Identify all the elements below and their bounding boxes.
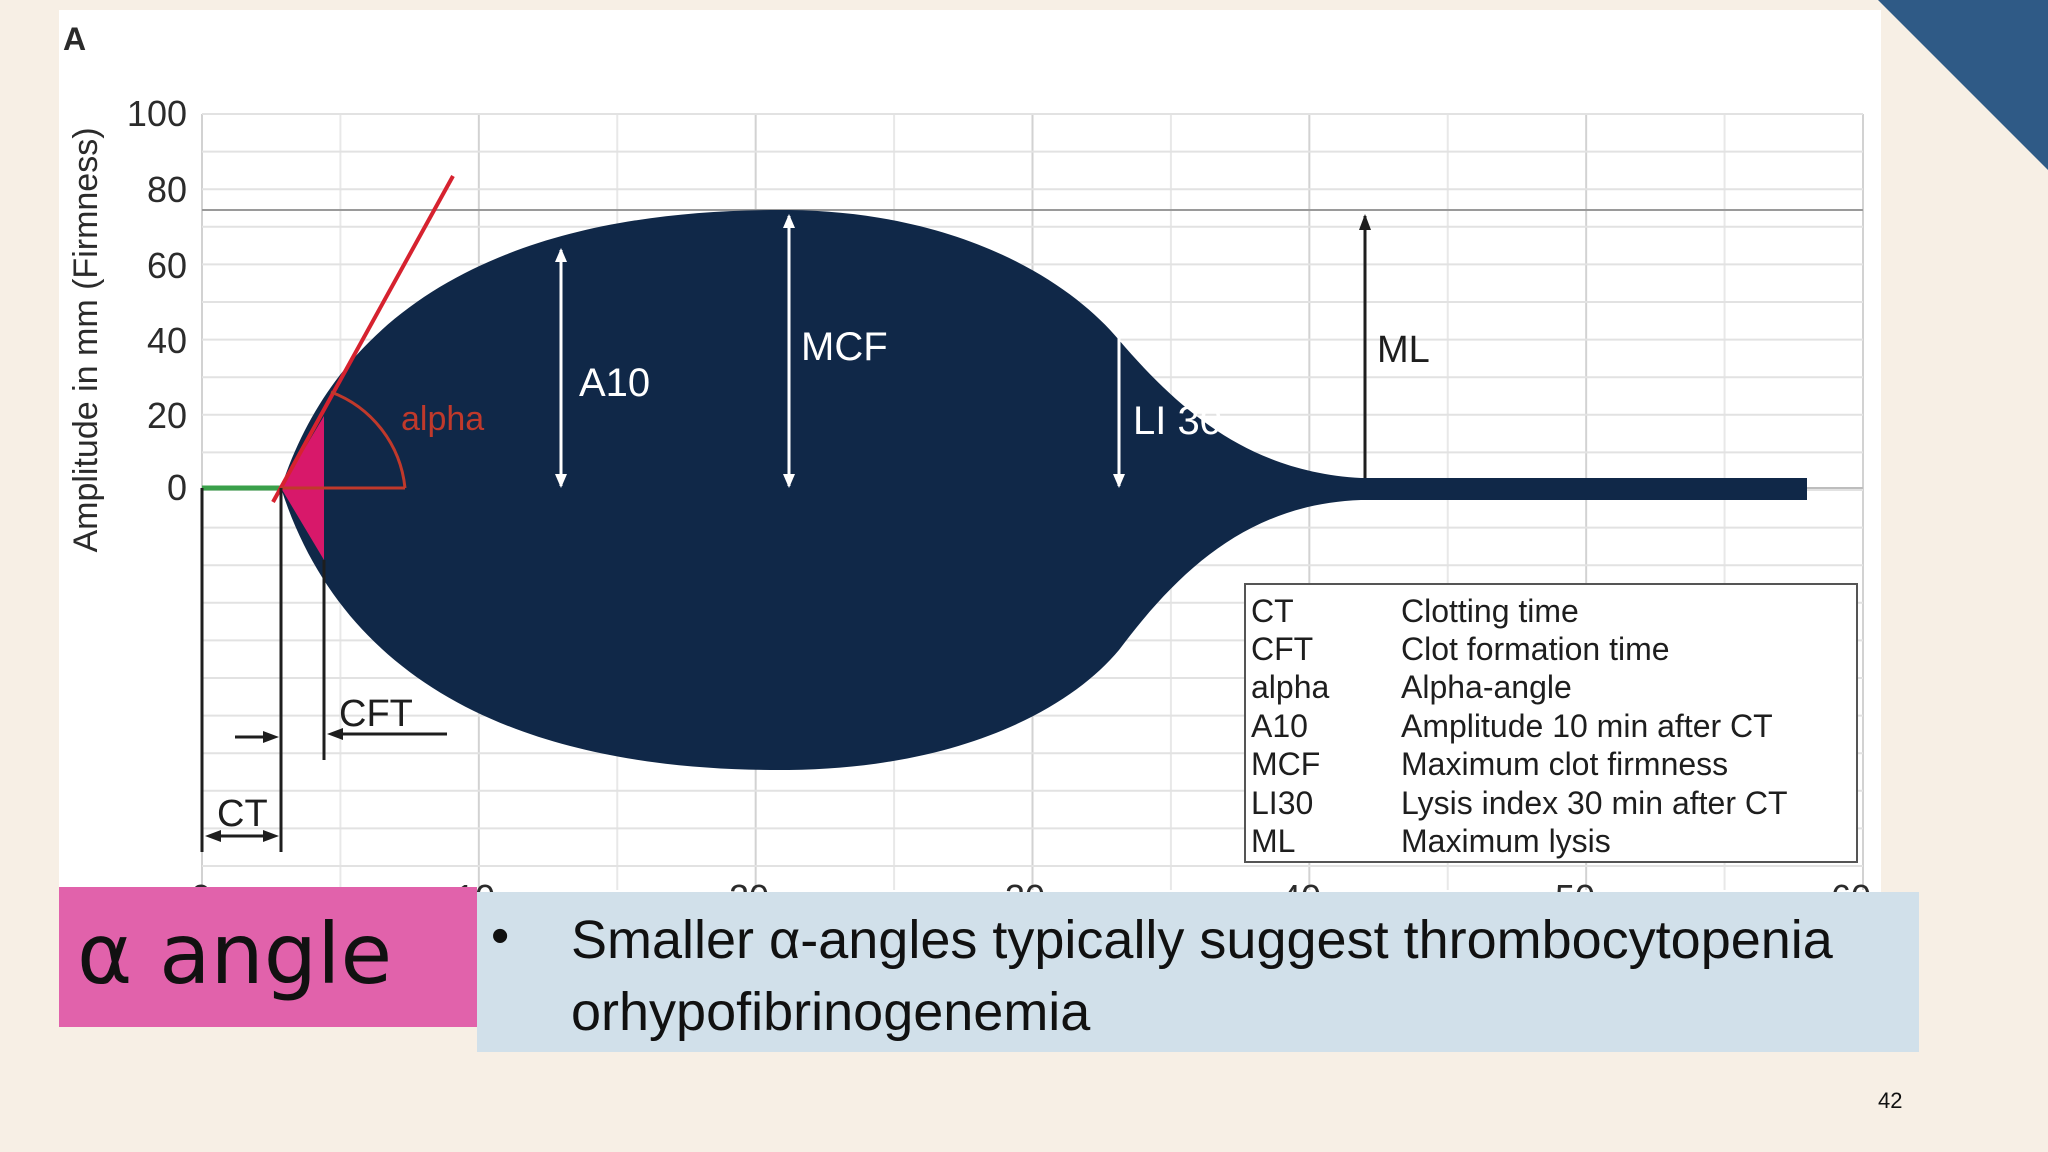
- ml-arrow: [1359, 214, 1371, 478]
- note-box: • Smaller α-angles typically suggest thr…: [477, 892, 1919, 1052]
- legend-desc: Lysis index 30 min after CT: [1401, 785, 1788, 821]
- x-tick-label: 20: [729, 877, 769, 892]
- alpha-tangent-line: [271, 175, 455, 503]
- slide-title: α angle: [77, 905, 393, 1003]
- y-tick-label: 100: [127, 93, 187, 134]
- legend-abbr: MCF: [1251, 746, 1320, 782]
- cft-label: CFT: [339, 693, 413, 735]
- ct-label: CT: [217, 793, 268, 835]
- legend-desc: Clotting time: [1401, 593, 1579, 629]
- page-number: 42: [1878, 1088, 1903, 1113]
- legend-abbr: CT: [1251, 593, 1294, 629]
- legend-abbr: A10: [1251, 708, 1308, 744]
- y-tick-label: 80: [147, 169, 187, 210]
- y-tick-label: 20: [147, 395, 187, 436]
- alpha-arc: [330, 390, 407, 489]
- a10-label: A10: [579, 361, 650, 405]
- bullet-text: Smaller α-angles typically suggest throm…: [571, 910, 1833, 1042]
- panel-label: A: [63, 21, 86, 57]
- legend-abbr: LI30: [1251, 785, 1313, 821]
- measurement-arrows: [555, 214, 1125, 488]
- rotem-diagram: A Amplitude in mm (Firmness) 100 80 60 4…: [63, 21, 1871, 892]
- bullet-marker: •: [491, 907, 510, 965]
- legend-abbr: CFT: [1251, 631, 1313, 667]
- legend-desc: Clot formation time: [1401, 631, 1670, 667]
- legend-desc: Maximum lysis: [1401, 823, 1611, 859]
- x-tick-label: 60: [1831, 877, 1871, 892]
- legend-desc: Amplitude 10 min after CT: [1401, 708, 1773, 744]
- legend-abbr: ML: [1251, 823, 1295, 859]
- alpha-label: alpha: [401, 400, 484, 438]
- x-tick-label: 50: [1555, 877, 1595, 892]
- time-markers: [200, 488, 447, 852]
- legend-desc: Maximum clot firmness: [1401, 746, 1728, 782]
- rotem-figure: A Amplitude in mm (Firmness) 100 80 60 4…: [59, 10, 1881, 892]
- legend-abbr: alpha: [1251, 669, 1330, 705]
- ml-label: ML: [1377, 329, 1430, 371]
- y-tick-label: 0: [167, 467, 187, 508]
- legend-desc: Alpha-angle: [1401, 669, 1572, 705]
- li30-label: LI 30: [1133, 399, 1222, 443]
- title-box: α angle: [59, 887, 477, 1027]
- x-tick-label: 30: [1005, 877, 1045, 892]
- mcf-label: MCF: [801, 325, 888, 369]
- x-tick-label: 40: [1281, 877, 1321, 892]
- y-axis-label: Amplitude in mm (Firmness): [67, 127, 105, 552]
- y-tick-labels: 100 80 60 40 20 0: [127, 93, 187, 508]
- clot-curve: [281, 209, 1807, 771]
- y-tick-label: 60: [147, 245, 187, 286]
- legend: CT Clotting time CFT Clot formation time…: [1244, 583, 1858, 863]
- y-tick-label: 40: [147, 320, 187, 361]
